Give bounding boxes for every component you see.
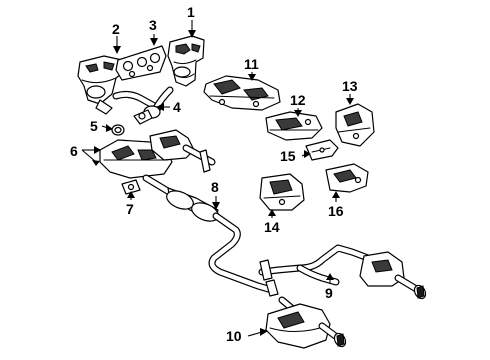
part-11-heat-shield <box>203 75 281 111</box>
callout-9: 9 <box>325 285 333 301</box>
part-6-catalytic-converter <box>99 129 216 179</box>
part-7-flange-gasket <box>121 179 141 195</box>
callout-11: 11 <box>244 56 259 72</box>
part-2-front-exhaust-manifold <box>77 55 125 115</box>
part-15-bracket <box>305 139 339 161</box>
part-9-rear-pipe-assembly <box>258 244 427 300</box>
part-4-crossover-pipe <box>112 86 174 125</box>
part-14-heat-shield <box>259 173 305 211</box>
callout-8: 8 <box>211 179 219 195</box>
callout-1: 1 <box>187 4 195 20</box>
callout-2: 2 <box>112 21 120 37</box>
part-16-heat-shield <box>325 163 369 193</box>
callout-6: 6 <box>70 143 78 159</box>
part-12-heat-shield <box>265 111 323 141</box>
callout-10: 10 <box>226 328 242 344</box>
callout-15: 15 <box>280 148 296 164</box>
callout-13: 13 <box>342 78 358 94</box>
part-5-gasket-ring <box>111 124 125 136</box>
callout-numbers: 1 2 3 4 5 6 7 8 9 10 11 12 13 14 15 16 <box>70 4 358 344</box>
callout-leaders <box>81 20 354 337</box>
callout-5: 5 <box>90 118 98 134</box>
part-3-manifold-gasket <box>115 45 167 81</box>
callout-3: 3 <box>149 17 157 33</box>
callout-16: 16 <box>328 203 344 219</box>
part-13-heat-shield <box>335 103 375 147</box>
part-1-rear-exhaust-manifold <box>167 35 205 87</box>
callout-4: 4 <box>173 99 181 115</box>
part-8-intermediate-pipe-resonator <box>142 174 279 297</box>
part-10-muffler <box>265 296 347 349</box>
callout-14: 14 <box>264 219 280 235</box>
callout-12: 12 <box>290 92 306 108</box>
callout-7: 7 <box>126 201 134 217</box>
